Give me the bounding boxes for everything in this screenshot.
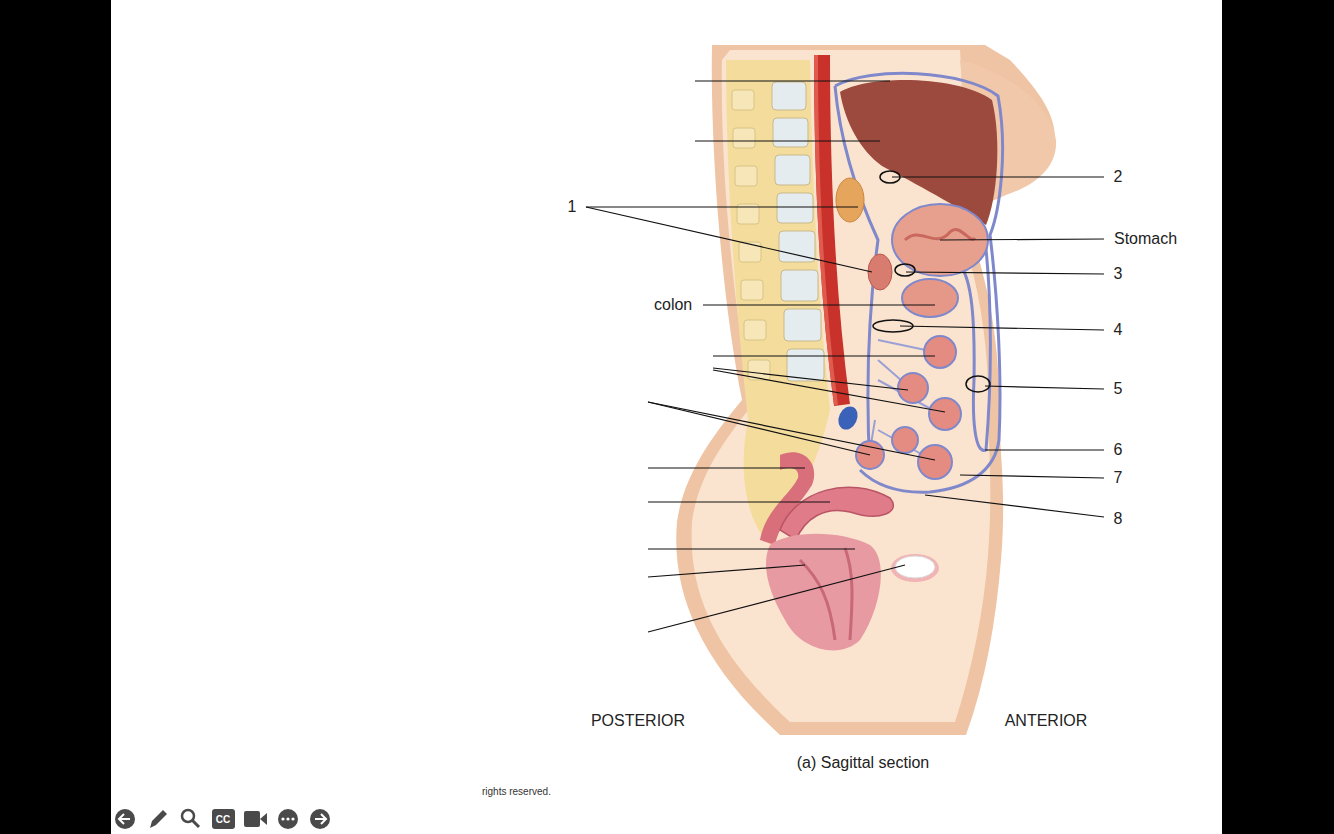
callout-number: 4 <box>1114 321 1123 339</box>
toolbar-icons <box>115 809 330 829</box>
leader-lines <box>586 81 1104 632</box>
callout-number: 8 <box>1114 510 1123 528</box>
direction-label: ANTERIOR <box>1005 712 1088 730</box>
copyright-note: rights reserved. <box>482 786 551 797</box>
callout-number: 7 <box>1114 469 1123 487</box>
callout-number: 5 <box>1114 380 1123 398</box>
side-band <box>0 0 111 834</box>
callout-number: 3 <box>1114 265 1123 283</box>
icon-label: CC <box>216 814 230 825</box>
direction-label: POSTERIOR <box>591 712 685 730</box>
body-section <box>676 45 1056 735</box>
organ-label: colon <box>654 296 692 314</box>
callout-number: 1 <box>568 198 577 216</box>
callout-number: 6 <box>1114 441 1123 459</box>
callout-number: 2 <box>1114 168 1123 186</box>
figure-caption: (a) Sagittal section <box>797 754 930 772</box>
side-band <box>1222 0 1334 834</box>
organ-label: Stomach <box>1114 230 1177 248</box>
